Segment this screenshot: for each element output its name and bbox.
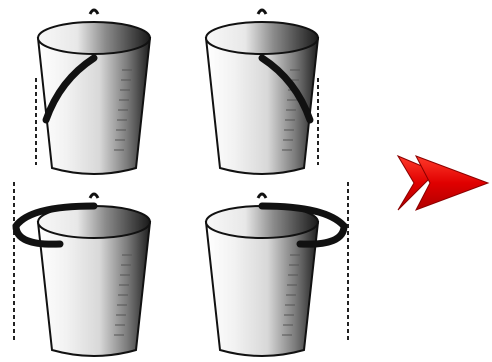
bucket-bottom-right — [206, 182, 348, 356]
bucket-top-knob — [90, 194, 98, 198]
bucket-top-knob — [258, 194, 266, 198]
bucket-top-left — [36, 10, 150, 174]
bucket-rim — [206, 22, 318, 54]
bucket-top-knob — [258, 10, 266, 14]
bucket-top-knob — [90, 10, 98, 14]
double-chevron-arrow-icon — [398, 156, 488, 210]
bucket-rim — [38, 22, 150, 54]
bucket-bottom-left — [14, 182, 150, 356]
bucket-top-right — [206, 10, 318, 174]
